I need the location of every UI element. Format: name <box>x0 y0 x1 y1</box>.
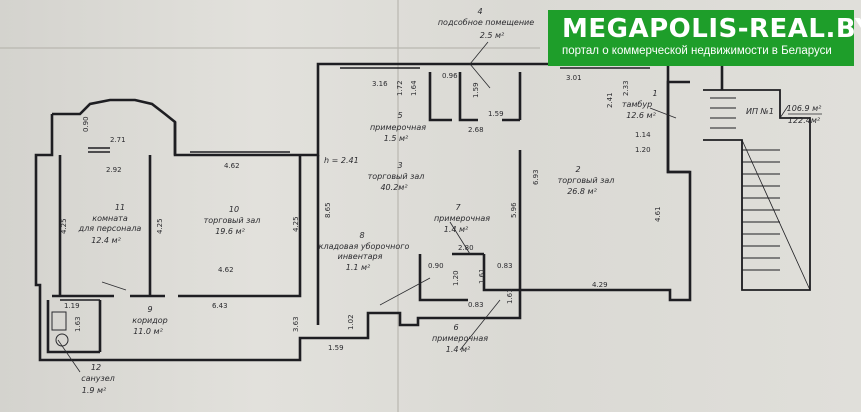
dim-label: 2.41 <box>606 92 614 108</box>
room-10-number: 10 <box>229 205 239 214</box>
room-6-area: 1.4 м² <box>446 345 471 354</box>
room-4-number: 4 <box>477 7 482 16</box>
room-6-name: примерочная <box>432 334 488 343</box>
room-9-area: 11.0 м² <box>133 327 163 336</box>
room-5-name: примерочная <box>370 123 426 132</box>
dim-label: 1.59 <box>488 110 504 118</box>
dim-label: 1.59 <box>328 344 344 352</box>
room-1-name: тамбур <box>622 100 652 109</box>
window-marks <box>88 67 650 153</box>
dim-label: 1.20 <box>452 270 460 286</box>
dim-label: 6.93 <box>532 169 540 185</box>
dim-label: 1.59 <box>472 82 480 98</box>
room-6-number: 6 <box>453 323 458 332</box>
room-11-area: 12.4 м² <box>91 236 121 245</box>
room-3-name: торговый зал <box>368 172 425 181</box>
dim-label: 1.64 <box>410 80 418 96</box>
legend-area-2: 122.4м² <box>788 116 821 125</box>
room-1-number: 1 <box>652 89 657 98</box>
sink-icon <box>51 311 67 331</box>
leader-lines <box>57 41 789 373</box>
room-11-number: 11 <box>115 203 125 212</box>
room-9-name: коридор <box>132 316 168 325</box>
room-10-name: торговый зал <box>204 216 261 225</box>
room-labels: 4 подсобное помещение 2.5 м² 1 тамбур 12… <box>78 7 822 395</box>
dim-label: 1.02 <box>347 314 355 330</box>
ceiling-height: h = 2.41 <box>324 156 359 165</box>
room-2-name: торговый зал <box>558 176 615 185</box>
room-10-area: 19.6 м² <box>215 227 245 236</box>
dim-label: 1.19 <box>64 302 80 310</box>
exterior-stairs <box>703 89 811 291</box>
legend-id: ИП №1 <box>746 107 774 116</box>
dim-label: 4.25 <box>292 216 300 232</box>
dim-label: 3.01 <box>566 74 582 82</box>
dim-label: 1.20 <box>635 146 651 154</box>
dim-label: 0.96 <box>442 72 458 80</box>
dim-label: 0.83 <box>497 262 513 270</box>
dim-label: 1.14 <box>635 131 651 139</box>
dim-label: 4.25 <box>60 218 68 234</box>
room-4-area: 2.5 м² <box>480 31 505 40</box>
room-7-number: 7 <box>455 203 461 212</box>
dimension-labels: 0.90 2.71 2.92 4.62 4.25 4.25 4.25 4.62 … <box>60 72 662 352</box>
dim-label: 0.90 <box>428 262 444 270</box>
dim-label: 3.16 <box>372 80 388 88</box>
room-5-area: 1.5 м² <box>384 134 409 143</box>
dim-label: 2.68 <box>468 126 484 134</box>
dim-label: 4.25 <box>156 218 164 234</box>
room-3-number: 3 <box>397 161 402 170</box>
brand-logo-text: MEGAPOLIS-REAL.BY <box>562 14 861 44</box>
dim-label: 4.62 <box>224 162 240 170</box>
dim-label: 6.43 <box>212 302 228 310</box>
toilet-icon <box>55 333 69 347</box>
dim-label: 0.90 <box>82 116 90 132</box>
room-8-name-line2: инвентаря <box>338 252 383 261</box>
room-2-area: 26.8 м² <box>567 187 597 196</box>
room-9-number: 9 <box>147 305 152 314</box>
room-3-area: 40.2м² <box>380 183 408 192</box>
room-11-name-line1: комната <box>92 214 128 223</box>
dim-label: 1.61 <box>478 268 486 284</box>
room-1-area: 12.6 м² <box>626 111 656 120</box>
dim-label: 1.61 <box>506 288 514 304</box>
room-12-name: санузел <box>81 374 115 383</box>
room-7-name: примерочная <box>434 214 490 223</box>
dim-label: 4.62 <box>218 266 234 274</box>
dim-label: 3.63 <box>292 316 300 332</box>
site-banner[interactable]: MEGAPOLIS-REAL.BY портал о коммерческой … <box>548 10 861 66</box>
dim-label: 1.72 <box>396 80 404 96</box>
legend-area-1: 106.9 м² <box>787 104 822 113</box>
dim-label: 4.61 <box>654 206 662 222</box>
dim-label: 2.80 <box>458 244 474 252</box>
dim-label: 8.65 <box>324 202 332 218</box>
dim-label: 2.71 <box>110 136 126 144</box>
dim-label: 1.63 <box>74 316 82 332</box>
dim-label: 0.83 <box>468 301 484 309</box>
room-8-area: 1.1 м² <box>346 263 371 272</box>
room-7-area: 1.4 м² <box>444 225 469 234</box>
dim-label: 5.96 <box>510 202 518 218</box>
room-8-number: 8 <box>359 231 364 240</box>
dim-label: 2.33 <box>622 80 630 96</box>
room-12-number: 12 <box>91 363 101 372</box>
room-12-area: 1.9 м² <box>82 386 107 395</box>
room-5-number: 5 <box>397 111 402 120</box>
room-2-number: 2 <box>575 165 580 174</box>
dim-label: 4.29 <box>592 281 608 289</box>
brand-tagline: портал о коммерческой недвижимости в Бел… <box>562 45 832 57</box>
room-11-name-line2: для персонала <box>78 224 142 233</box>
room-8-name-line1: кладовая уборочного <box>319 242 410 251</box>
interior-walls <box>46 72 522 354</box>
room-4-name: подсобное помещение <box>438 18 534 27</box>
dim-label: 2.92 <box>106 166 122 174</box>
